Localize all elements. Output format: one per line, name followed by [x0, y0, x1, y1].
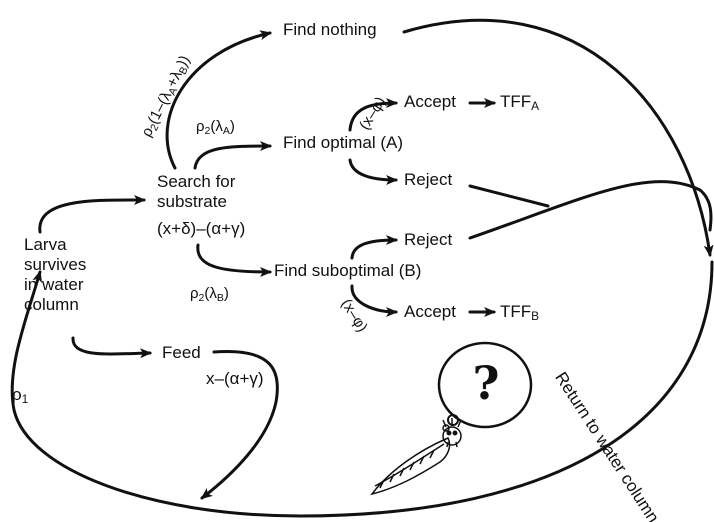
node-find-optimal: Find optimal (A) [283, 133, 403, 152]
node-reject-b: Reject [404, 230, 453, 249]
node-reject-a: Reject [404, 170, 453, 189]
label-feed-rate: x–(α+γ) [206, 369, 264, 388]
node-accept-b: Accept [404, 302, 456, 321]
label-rho2-lambda-a: ρ2(λA) [196, 118, 235, 137]
arrow-nothing-to-return [402, 19, 714, 257]
arrow-search-to-suboptimal [196, 243, 272, 277]
label-rho2-lambda-b: ρ2(λB) [190, 285, 229, 304]
node-find-suboptimal: Find suboptimal (B) [274, 261, 422, 280]
node-find-nothing: Find nothing [283, 20, 377, 39]
arrow-search-to-optimal [193, 141, 272, 170]
node-feed: Feed [162, 343, 201, 362]
node-tff-a: TFFA [500, 92, 540, 113]
label-search-rate: (x+δ)–(α+γ) [157, 219, 246, 238]
label-rho1: ρ1 [12, 385, 29, 406]
arrow-larva-to-search [38, 194, 146, 234]
arrow-optimal-to-accept [348, 98, 398, 132]
arrow-optimal-to-reject-a [348, 158, 398, 185]
node-tff-b: TFFB [500, 302, 540, 323]
node-accept-a: Accept [404, 92, 456, 111]
arrow-suboptimal-to-reject-b [350, 235, 398, 260]
arrow-search-to-nothing [165, 30, 272, 170]
arrow-suboptimal-to-accept-b [350, 284, 398, 317]
larva-illustration [370, 418, 462, 496]
line-reject-b-to-return [468, 180, 713, 240]
node-larva: Larva survives in water column [24, 235, 87, 314]
node-search: Search for substrate [157, 172, 236, 211]
question-mark: ? [472, 356, 500, 410]
arrow-larva-to-feed [71, 336, 152, 359]
line-reject-a-to-return [468, 184, 550, 208]
arrow-feed-down [200, 349, 279, 500]
arrow-return-to-larva [10, 260, 714, 518]
thought-bubble [437, 341, 533, 429]
